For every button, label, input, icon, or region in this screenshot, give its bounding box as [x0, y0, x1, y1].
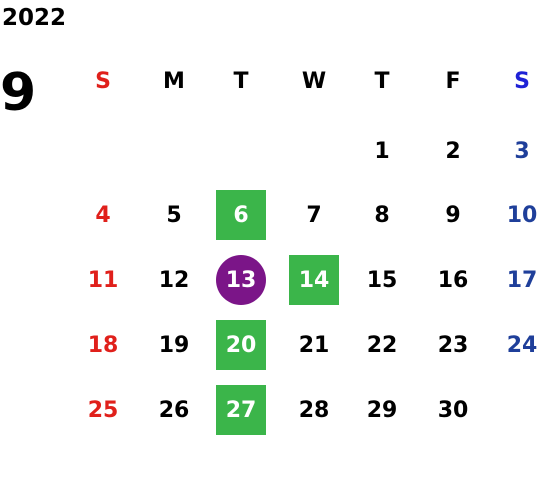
day-cell[interactable]: 25	[87, 397, 119, 423]
day-cell[interactable]: 9	[445, 202, 461, 228]
weekday-label: T	[374, 68, 390, 94]
day-cell-highlighted[interactable]: 27	[216, 385, 266, 435]
calendar-year: 2022	[2, 5, 67, 31]
day-cell[interactable]: 19	[158, 332, 190, 358]
day-cell-highlighted[interactable]: 20	[216, 320, 266, 370]
day-cell-today[interactable]: 13	[216, 255, 266, 305]
day-cell[interactable]: 8	[374, 202, 390, 228]
day-cell[interactable]: 18	[87, 332, 119, 358]
day-cell[interactable]: 2	[445, 138, 461, 164]
day-cell[interactable]: 28	[298, 397, 330, 423]
day-cell-highlighted[interactable]: 6	[216, 190, 266, 240]
weekday-label: F	[445, 68, 461, 94]
day-cell[interactable]: 1	[374, 138, 390, 164]
day-cell[interactable]: 24	[506, 332, 538, 358]
day-cell[interactable]: 4	[95, 202, 111, 228]
day-cell[interactable]: 26	[158, 397, 190, 423]
day-cell[interactable]: 16	[437, 267, 469, 293]
day-cell[interactable]: 23	[437, 332, 469, 358]
day-cell[interactable]: 10	[506, 202, 538, 228]
weekday-label: W	[301, 68, 327, 94]
weekday-label: S	[514, 68, 530, 94]
day-cell[interactable]: 22	[366, 332, 398, 358]
day-cell[interactable]: 11	[87, 267, 119, 293]
day-cell[interactable]: 30	[437, 397, 469, 423]
day-cell[interactable]: 21	[298, 332, 330, 358]
day-cell[interactable]: 15	[366, 267, 398, 293]
day-cell[interactable]: 5	[166, 202, 182, 228]
day-cell[interactable]: 3	[514, 138, 530, 164]
day-cell[interactable]: 7	[306, 202, 322, 228]
weekday-label: M	[163, 68, 185, 94]
calendar-month: 9	[0, 63, 37, 123]
weekday-label: T	[233, 68, 249, 94]
day-cell[interactable]: 29	[366, 397, 398, 423]
weekday-label: S	[95, 68, 111, 94]
day-cell[interactable]: 17	[506, 267, 538, 293]
day-cell-highlighted[interactable]: 14	[289, 255, 339, 305]
day-cell[interactable]: 12	[158, 267, 190, 293]
